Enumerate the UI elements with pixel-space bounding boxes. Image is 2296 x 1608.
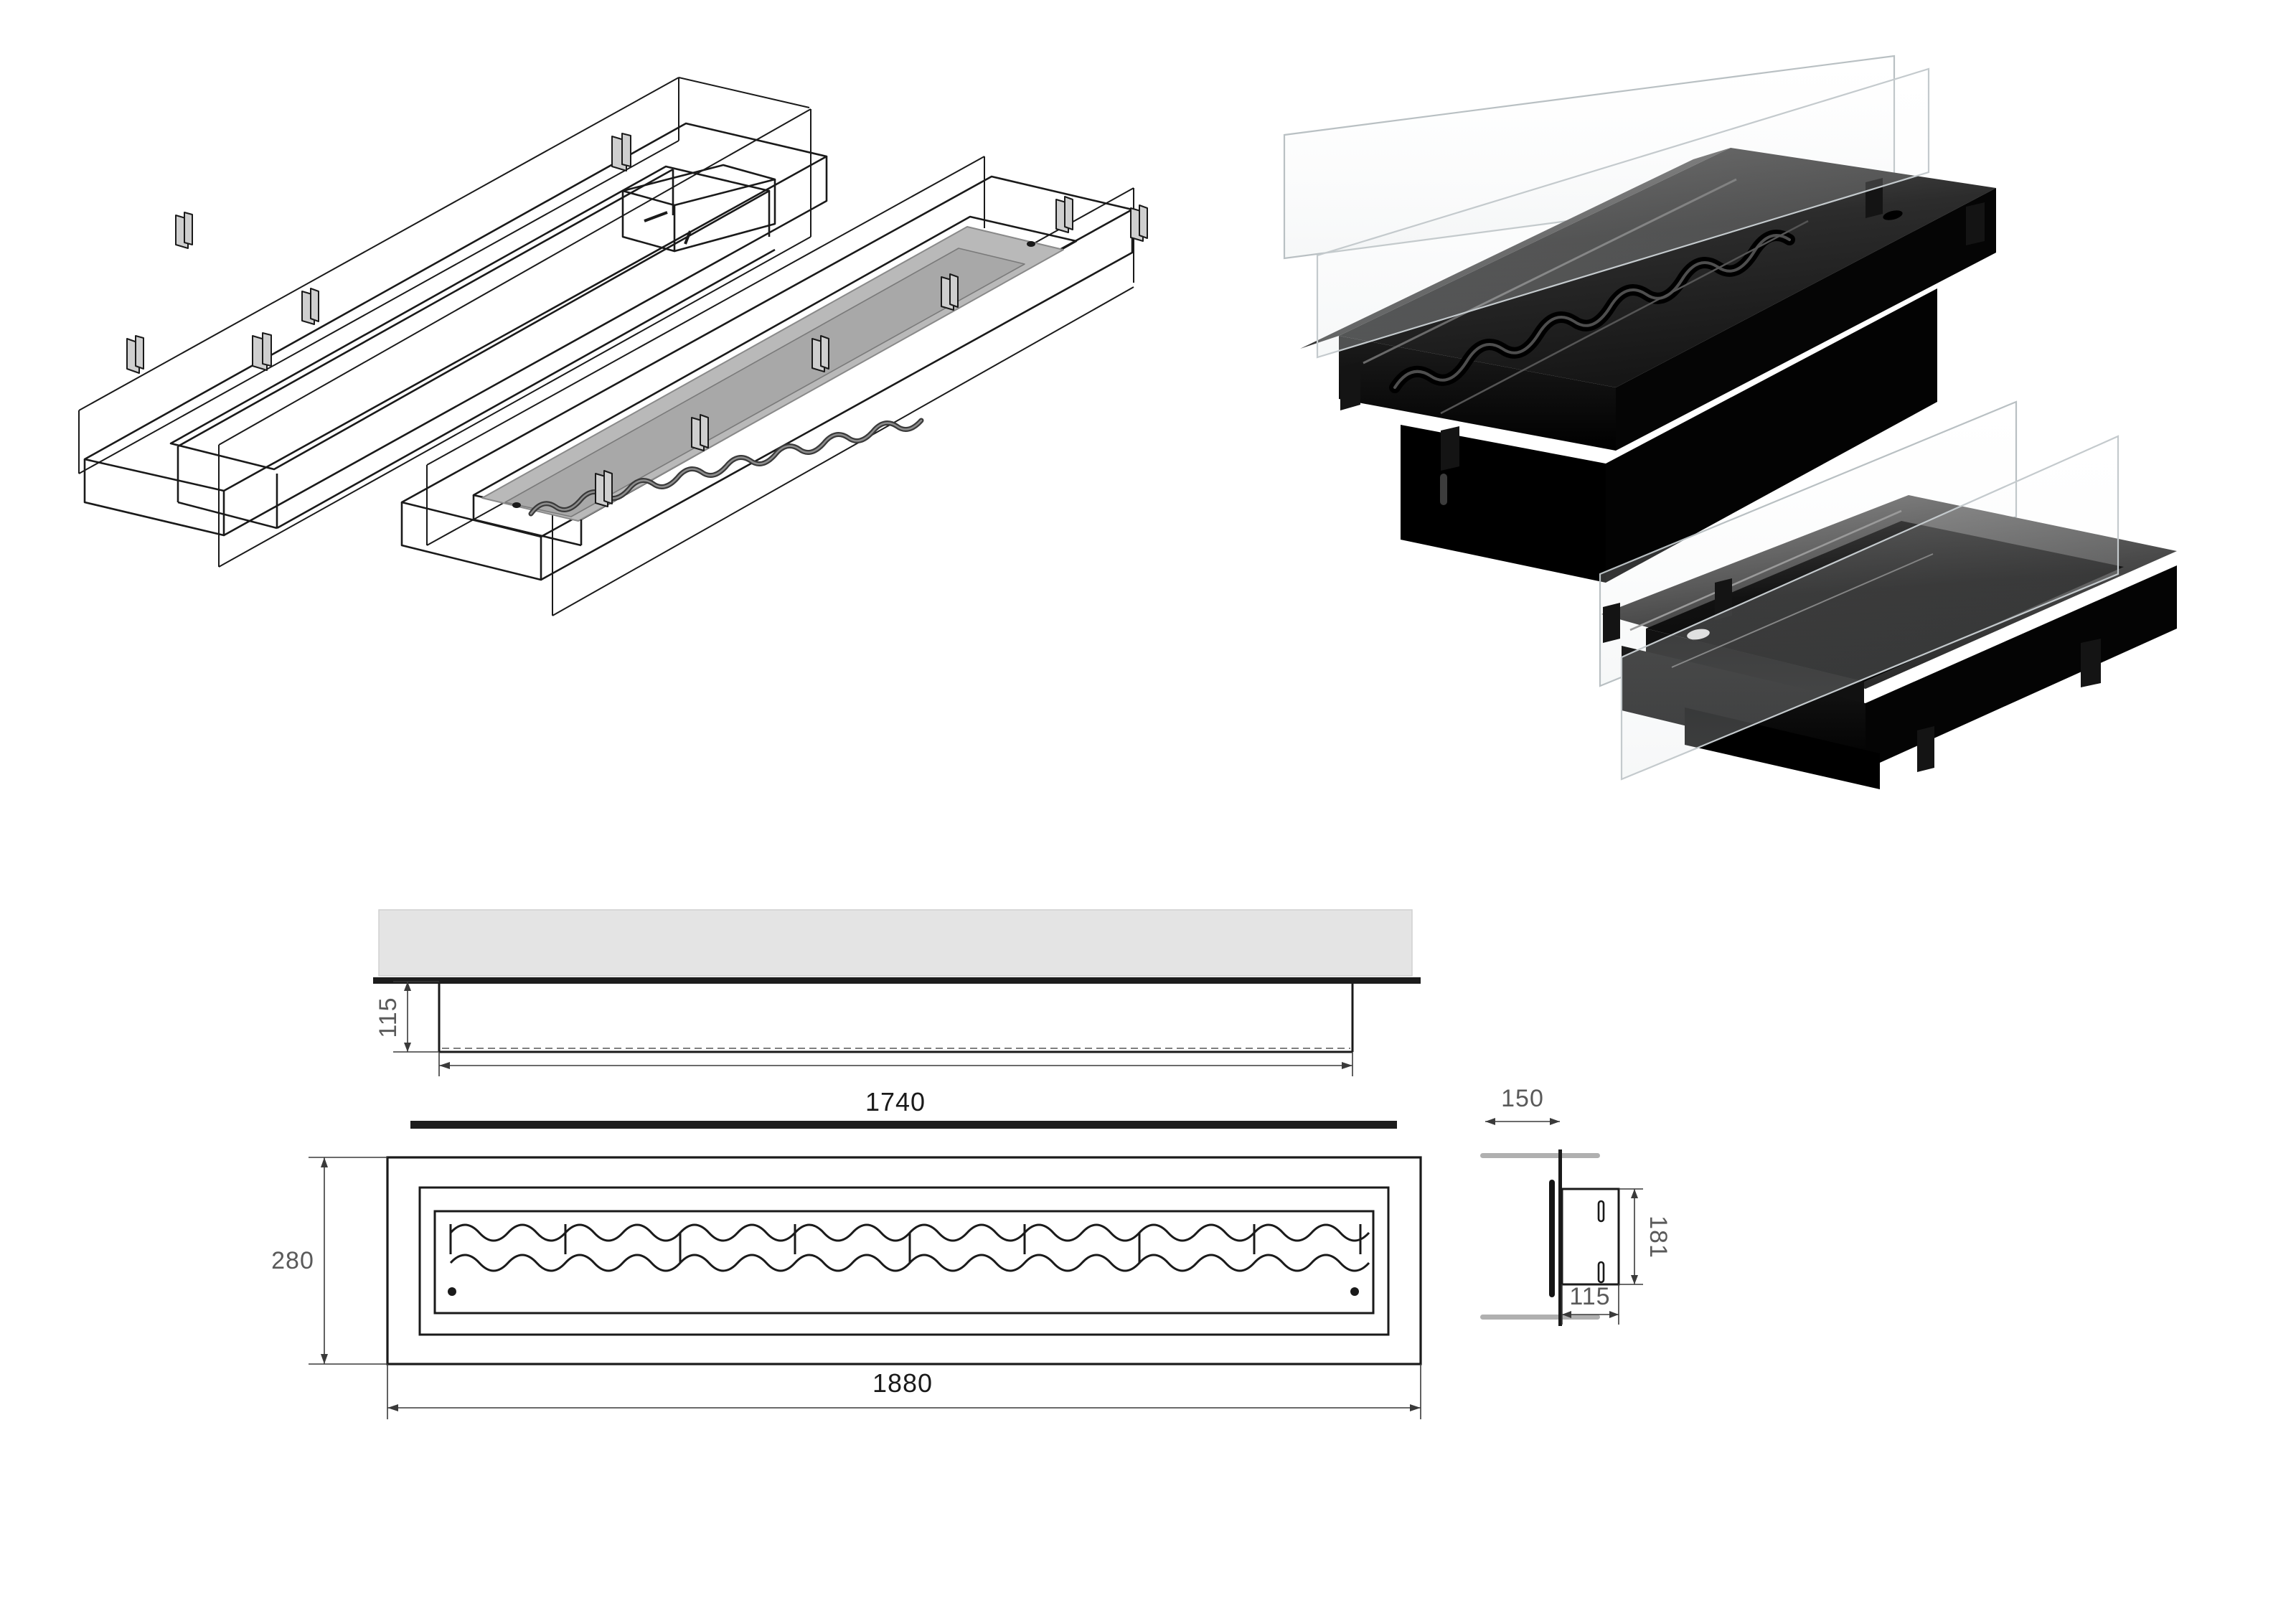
dim-1740 xyxy=(438,1052,1353,1076)
plan-burner-outline xyxy=(433,1210,1375,1315)
burner-end-hole xyxy=(1027,241,1035,247)
elevation-view: 115 1740 xyxy=(373,909,1421,1129)
section-detail-view: 150 181 115 xyxy=(1480,1085,1672,1326)
burner-tray-inner xyxy=(504,248,1025,517)
dim-181 xyxy=(1619,1188,1643,1285)
render2-body-right xyxy=(1866,565,2177,769)
glass-clip xyxy=(595,196,1148,507)
glass-clip xyxy=(252,133,631,371)
glass-panel-front xyxy=(218,108,811,568)
render-plate-seam-2 xyxy=(1440,220,1809,415)
elevation-flange-bar xyxy=(373,977,1421,984)
dim-label-280: 280 xyxy=(271,1247,314,1274)
dim-280 xyxy=(309,1157,387,1365)
elevation-separator-bar xyxy=(410,1121,1397,1129)
render-slot xyxy=(1440,474,1447,505)
render-view-wave-burner xyxy=(1283,55,1996,583)
section-slot-upper xyxy=(1597,1200,1605,1223)
dim-label-181: 181 xyxy=(1645,1216,1672,1259)
iso-view-empty-housing xyxy=(78,77,828,568)
section-ref-line-top xyxy=(1480,1153,1600,1158)
render-recess-side xyxy=(1606,288,1937,583)
iso-view-burner-tray xyxy=(400,156,1148,616)
dim-label-1740: 1740 xyxy=(865,1087,926,1116)
render2-seam xyxy=(1629,509,1902,631)
plan-inner-rect xyxy=(418,1186,1390,1336)
render-glass-clip xyxy=(1340,178,1985,471)
section-flange-plate xyxy=(1558,1149,1562,1326)
dim-150 xyxy=(1485,1118,1560,1125)
glass-panel-rear xyxy=(78,77,810,474)
render-view-empty-box xyxy=(1599,400,2177,789)
section-ref-line-bottom xyxy=(1480,1315,1600,1320)
render2-glass-clip xyxy=(1603,578,2101,772)
dim-label-115-elevation: 115 xyxy=(375,997,402,1038)
plan-outer-rect xyxy=(386,1156,1422,1365)
plan-end-hole-left xyxy=(448,1287,456,1296)
render-glass-front xyxy=(1316,67,1930,359)
dim-label-1880: 1880 xyxy=(872,1368,933,1398)
section-body-rect xyxy=(1561,1188,1620,1286)
plan-wave-separators xyxy=(449,1224,1362,1263)
glass-clip xyxy=(126,212,319,374)
section-gasket-strip xyxy=(1549,1180,1555,1297)
dim-label-115-section: 115 xyxy=(1569,1283,1610,1310)
dim-label-150: 150 xyxy=(1501,1085,1544,1112)
elevation-glass-panel xyxy=(378,909,1413,977)
dim-115-section xyxy=(1561,1284,1619,1325)
render-fill-hole xyxy=(1883,210,1903,220)
render-top-plate xyxy=(1339,148,1996,387)
trough-walls-rear xyxy=(177,168,776,530)
trough-walls-front-2 xyxy=(472,495,583,547)
render-wave-channel-edge xyxy=(1393,234,1791,389)
section-slot-lower xyxy=(1597,1261,1605,1284)
plan-view: 280 1880 xyxy=(271,1156,1422,1419)
dim-115-elevation xyxy=(393,981,439,1053)
render-body-face-right xyxy=(1616,188,1996,451)
end-pocket-rear xyxy=(621,164,776,253)
burner-end-hole xyxy=(512,502,521,508)
plan-end-hole-right xyxy=(1350,1287,1359,1296)
dim-1880 xyxy=(387,1364,1421,1419)
render2-glass-front xyxy=(1620,435,2119,781)
